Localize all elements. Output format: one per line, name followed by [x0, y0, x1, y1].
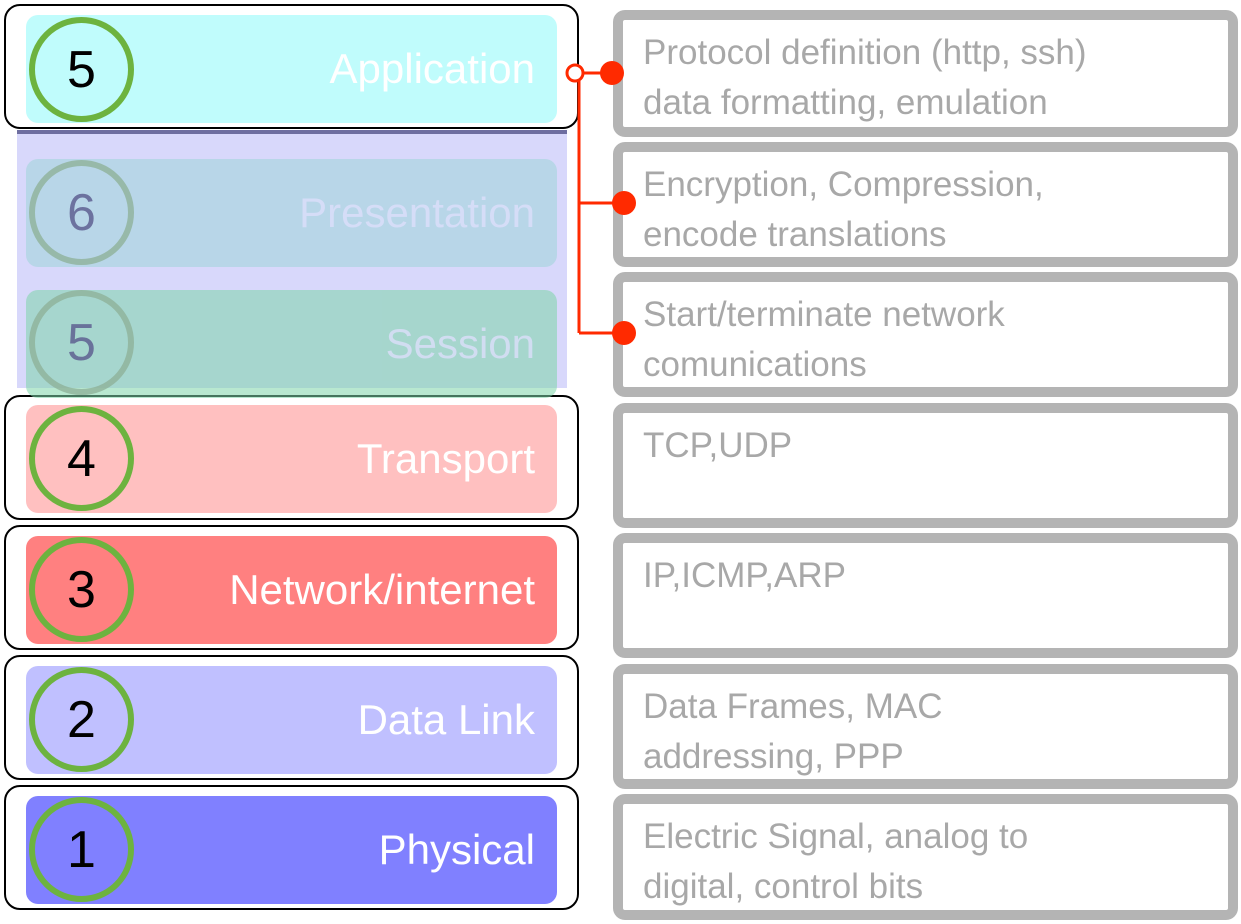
- layer-name: Application: [329, 45, 535, 92]
- layer-number-badge: 5: [29, 17, 134, 122]
- connector-origin-ring: [565, 63, 585, 83]
- layer-number-badge: 3: [29, 537, 134, 642]
- description-line: comunications: [643, 345, 867, 384]
- description-line: TCP,UDP: [643, 426, 793, 465]
- description-line: Protocol definition (http, ssh): [643, 33, 1087, 72]
- description-line: data formatting, emulation: [643, 83, 1048, 122]
- layer-number-badge: 4: [29, 406, 134, 511]
- layer-number-badge: 1: [29, 797, 134, 902]
- layer-name: Data Link: [357, 696, 535, 743]
- description-box-transport: TCP,UDP: [613, 403, 1238, 528]
- description-line: Start/terminate network: [643, 295, 1005, 334]
- layer-name: Session: [385, 320, 535, 367]
- layer-name: Transport: [356, 435, 535, 482]
- description-line: digital, control bits: [643, 867, 924, 906]
- layer-name: Presentation: [299, 189, 535, 236]
- merged-layers-top-edge: [17, 130, 567, 134]
- layer-name: Physical: [378, 826, 535, 873]
- connector-dot: [600, 61, 624, 85]
- description-line: Data Frames, MAC: [643, 687, 943, 726]
- connector-dot: [612, 321, 636, 345]
- layer-number-badge: 2: [29, 667, 134, 772]
- layer-number-badge: 6: [29, 160, 134, 265]
- connector-dot: [612, 191, 636, 215]
- layer-name: Network/internet: [229, 566, 535, 613]
- description-line: IP,ICMP,ARP: [643, 556, 846, 595]
- description-line: Electric Signal, analog to: [643, 817, 1029, 856]
- description-box-network: IP,ICMP,ARP: [613, 533, 1238, 658]
- description-line: encode translations: [643, 215, 947, 254]
- description-line: Encryption, Compression,: [643, 165, 1044, 204]
- description-line: addressing, PPP: [643, 737, 904, 776]
- description-box-physical: Electric Signal, analog to digital, cont…: [613, 794, 1238, 920]
- description-box-data-link: Data Frames, MAC addressing, PPP: [613, 664, 1238, 789]
- layer-number-badge: 5: [29, 290, 134, 395]
- description-box-application: Protocol definition (http, ssh) data for…: [613, 10, 1238, 137]
- description-box-session: Start/terminate network comunications: [613, 272, 1238, 397]
